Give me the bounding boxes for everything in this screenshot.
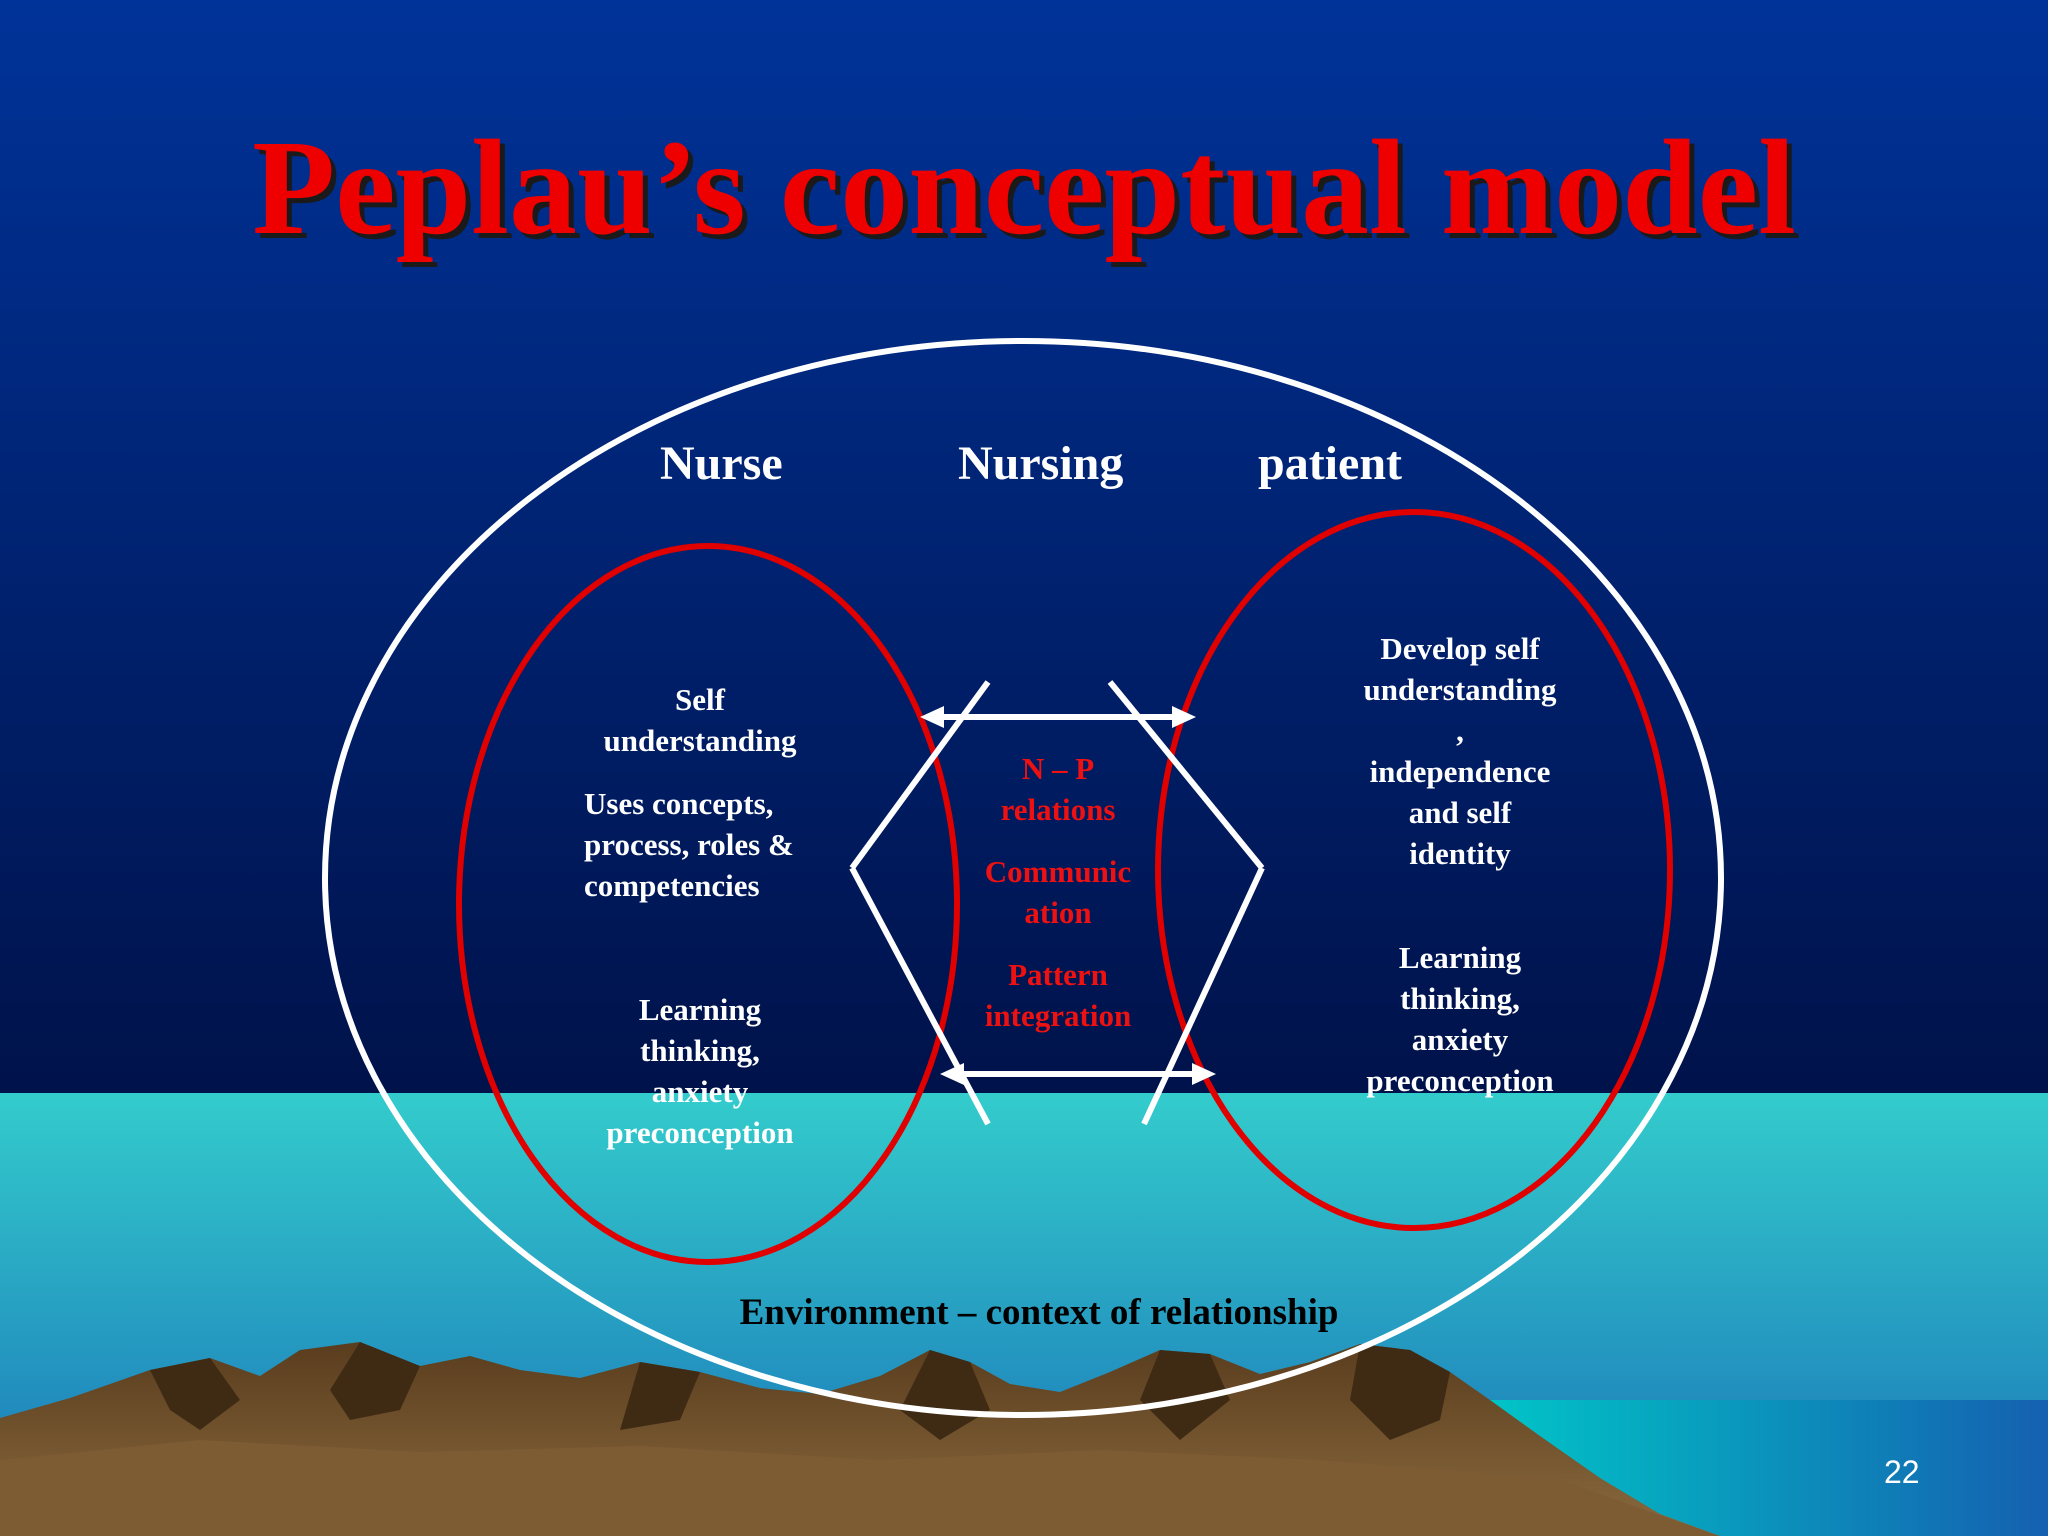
header-patient: patient [1258,437,1402,490]
double-arrow-top [920,706,1196,728]
center-communication: Communic ation [984,854,1132,930]
mountains [0,1342,1720,1536]
interaction-hexagon [849,680,1265,1126]
sky [0,0,2048,1095]
patient-learning: Learning thinking, anxiety preconception [1366,940,1554,1098]
nurse-learning: Learning thinking, anxiety preconception [606,992,794,1150]
nurse-ellipse [456,543,960,1265]
center-pattern-integration: Pattern integration [984,957,1132,1033]
environment-label: Environment – context of relationship [739,1292,1339,1333]
center-np-relations: N – P relations [1000,751,1116,827]
environment-ellipse [322,338,1724,1418]
nurse-self-understanding: Self understanding [603,682,797,758]
slide-number: 22 [1884,1454,1920,1490]
nurse-uses-concepts: Uses concepts, process, roles & competen… [584,786,794,903]
double-arrow-bottom [940,1063,1216,1085]
header-nurse: Nurse [660,437,783,490]
slide-title: Peplau’s conceptual model [252,113,1796,263]
header-nursing: Nursing [958,437,1124,490]
patient-ellipse [1155,509,1673,1231]
patient-develop: Develop self understanding , independenc… [1363,631,1557,871]
